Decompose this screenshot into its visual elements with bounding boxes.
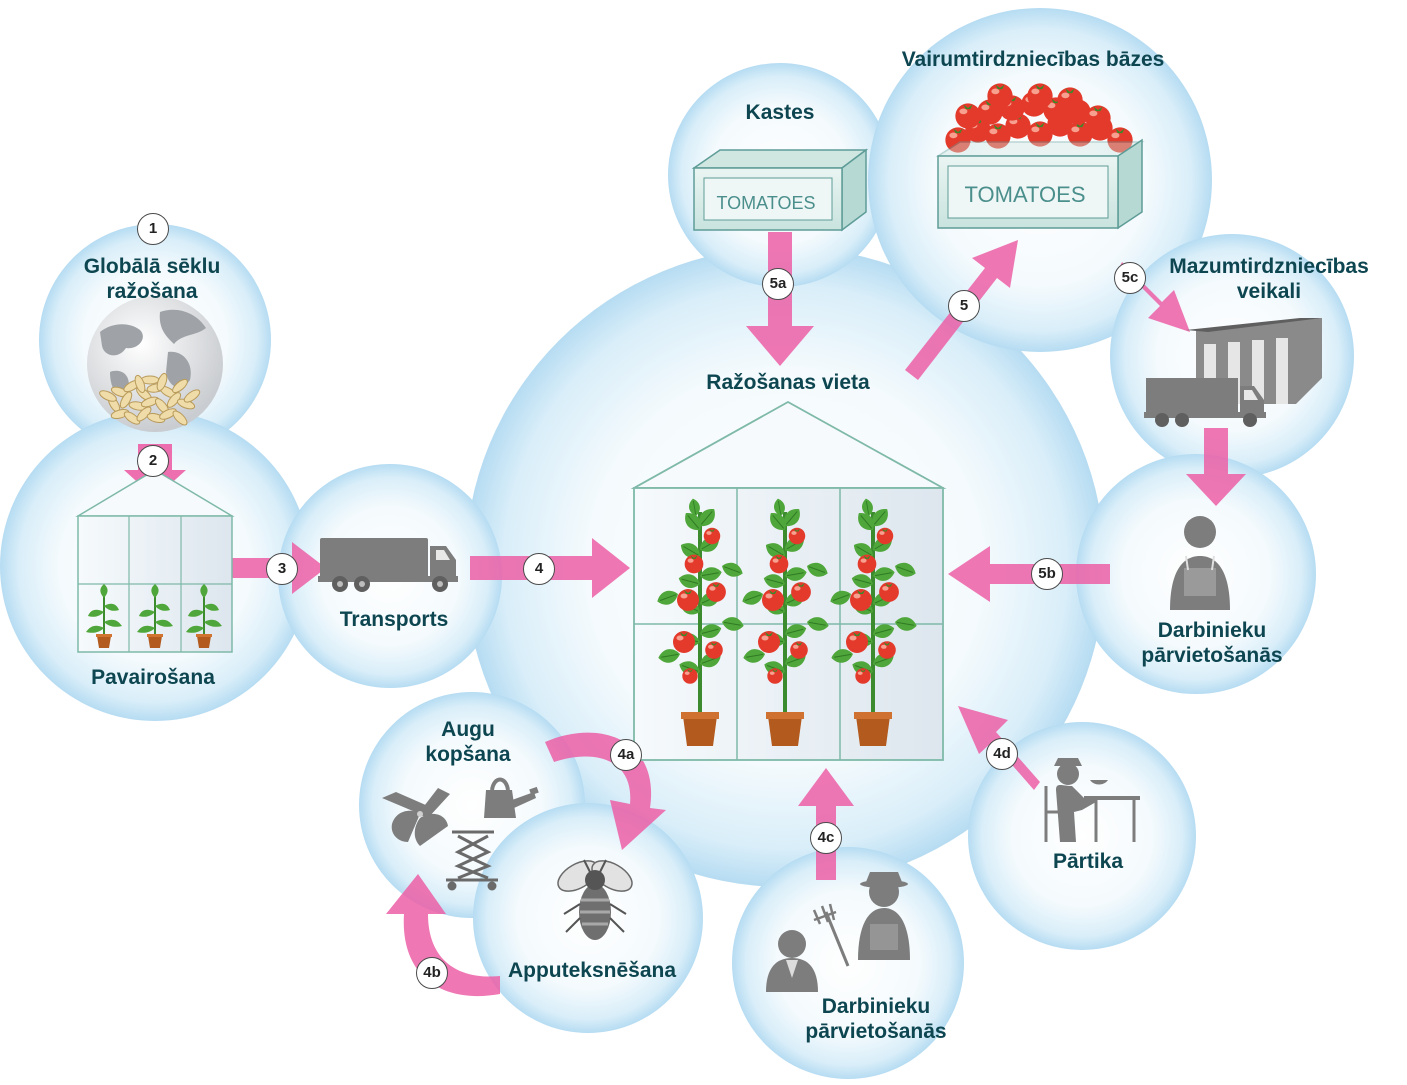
label-production-site: Ražošanas vieta — [706, 371, 870, 394]
label-propagation: Pavairošana — [91, 666, 215, 689]
step-badge-5c: 5c — [1114, 262, 1146, 294]
step-badge-4d: 4d — [986, 738, 1018, 770]
label-plant-care: Augu kopšana — [425, 718, 511, 766]
seeds-icon — [99, 372, 201, 426]
step-badge-3: 3 — [266, 553, 298, 585]
crate-label: TOMATOES — [964, 182, 1085, 207]
workers-icon-bottom — [766, 872, 910, 992]
step-badge-5: 5 — [948, 290, 980, 322]
eating-worker-icon — [1044, 758, 1140, 842]
store-icon — [1144, 318, 1322, 427]
label-workers-bottom: Darbinieku pārvietošanās — [805, 995, 947, 1043]
label-workers-right: Darbinieku pārvietošanās — [1141, 619, 1283, 667]
propagation-greenhouse — [75, 469, 235, 653]
label-seed-production: Globālā sēklu ražošana — [83, 255, 221, 303]
label-boxes: Kastes — [745, 101, 815, 124]
step-badge-5a: 5a — [762, 268, 794, 300]
bee-icon — [557, 859, 633, 940]
step-badge-5b: 5b — [1031, 558, 1063, 590]
label-food: Pārtika — [1052, 850, 1124, 873]
label-retail: Mazumtirdzniecības veikali — [1169, 255, 1369, 303]
step-badge-2: 2 — [137, 445, 169, 477]
step-badge-4c: 4c — [810, 822, 842, 854]
worker-icon-right — [1170, 516, 1230, 610]
watering-can-icon — [484, 777, 539, 818]
scissor-lift-icon — [446, 830, 498, 891]
label-pollination: Apputeksnēšana — [507, 959, 677, 982]
empty-box-icon: TOMATOES — [691, 148, 869, 232]
main-greenhouse — [630, 400, 947, 761]
arrow-retail-down — [1186, 428, 1246, 506]
step-badge-4: 4 — [523, 553, 555, 585]
arrow-5b — [948, 546, 1110, 602]
globe-icon — [87, 296, 223, 432]
truck-icon — [318, 538, 458, 592]
step-badge-4b: 4b — [416, 957, 448, 989]
label-wholesale: Vairumtirdzniecības bāzes — [901, 48, 1165, 71]
tomato-crate-icon: TOMATOES — [935, 83, 1145, 230]
small-box-label: TOMATOES — [716, 193, 815, 213]
label-transport: Transports — [339, 608, 449, 631]
pruning-shears-icon — [382, 788, 450, 846]
step-badge-4a: 4a — [610, 739, 642, 771]
step-badge-1: 1 — [137, 213, 169, 245]
arrow-4b — [386, 874, 500, 997]
